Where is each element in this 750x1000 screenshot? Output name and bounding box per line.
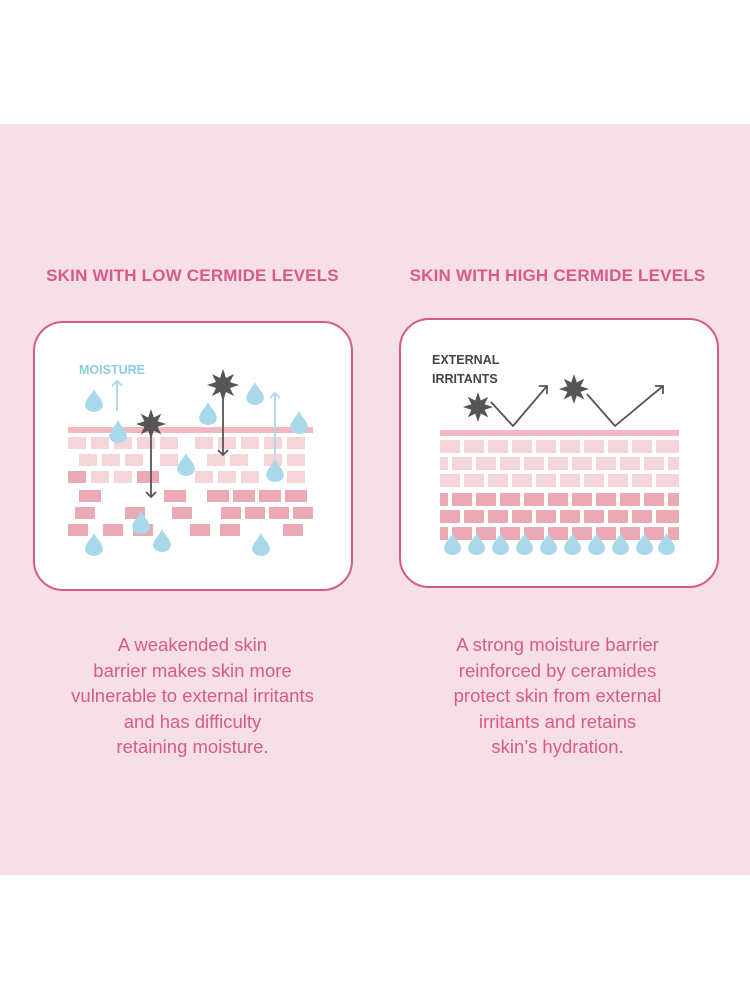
skin-barrier-bricks-dark <box>68 471 313 536</box>
water-droplet-icon <box>177 453 195 476</box>
irritant-spike-icon <box>463 392 493 422</box>
skin-barrier-bricks-light <box>440 440 679 487</box>
high-ceramide-title: SKIN WITH HIGH CERMIDE LEVELS <box>409 266 706 285</box>
skin-surface-line <box>440 430 679 436</box>
low-ceramide-title: SKIN WITH LOW CERMIDE LEVELS <box>46 266 339 285</box>
water-droplet-icon <box>153 529 171 552</box>
moisture-arrows <box>111 379 281 455</box>
high-ceramide-description: A strong moisture barrier reinforced by … <box>453 634 662 757</box>
water-droplet-icon <box>109 420 127 443</box>
irritant-spike-icon <box>559 374 589 404</box>
low-ceramide-diagram: MOISTURE <box>68 363 313 556</box>
water-droplet-icon <box>85 533 103 556</box>
water-droplet-icon <box>199 402 217 425</box>
low-ceramide-diagram-card: MOISTURE <box>33 321 353 591</box>
high-ceramide-diagram-card: EXTERNAL IRRITANTS <box>399 318 719 588</box>
irritant-deflect-arrows <box>490 385 664 428</box>
irritant-spike-icon <box>136 409 166 439</box>
water-droplet-icon <box>252 533 270 556</box>
skin-surface-line <box>68 427 313 433</box>
moisture-label: MOISTURE <box>79 363 145 377</box>
low-ceramide-description: A weakended skin barrier makes skin more… <box>71 634 314 757</box>
irritant-spike-icon <box>207 369 239 401</box>
irritants-label-line2: IRRITANTS <box>432 372 498 386</box>
high-ceramide-diagram: EXTERNAL IRRITANTS <box>432 353 679 555</box>
water-droplet-icon <box>246 382 264 405</box>
irritants-label-line1: EXTERNAL <box>432 353 500 367</box>
water-droplet-icon <box>85 389 103 412</box>
skin-barrier-bricks-dark <box>440 493 679 540</box>
water-droplet-icon <box>290 411 308 434</box>
